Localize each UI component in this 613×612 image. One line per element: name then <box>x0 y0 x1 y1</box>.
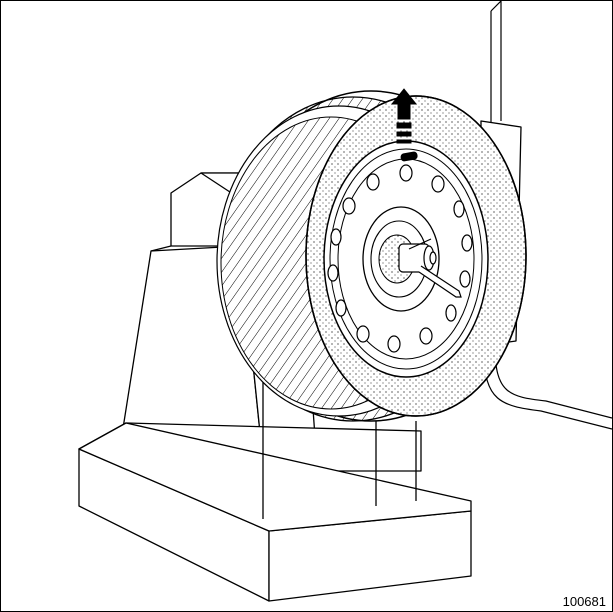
shaft-nut <box>398 238 462 298</box>
vertical-post <box>490 1 502 131</box>
figure-reference-number: 100681 <box>562 594 606 609</box>
machine-base <box>78 381 472 602</box>
power-cable <box>483 345 612 430</box>
rim-holes <box>327 164 473 353</box>
tyre-valve <box>400 151 418 162</box>
arrow-up-icon <box>390 88 418 144</box>
